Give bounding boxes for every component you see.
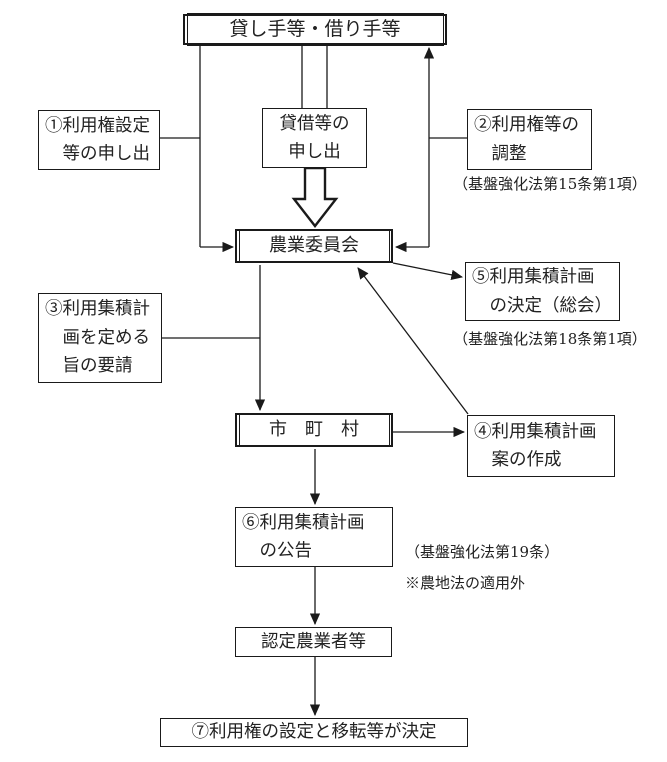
node-committee-label: 農業委員会 [238,230,390,262]
node-plan-draft-line1: ④利用集積計画 [474,421,597,442]
node-municipality-label: 市 町 村 [238,414,390,446]
node-lenders-label: 貸し手等・借り手等 [186,13,444,46]
node-application-line2: 等の申し出 [62,144,151,164]
node-plan-draft-line2: 案の作成 [491,450,562,470]
edge-committee-to-plan-decision [392,262,464,280]
node-request-line2: 画を定める [62,327,151,348]
node-municipality: 市 町 村 [235,413,393,447]
node-plan-decision-line1: ⑤利用集積計画 [472,267,595,288]
caption-plan-decision-law: （基盤強化法第18条第1項） [453,330,647,348]
node-announcement-line2: の公告 [259,541,313,561]
node-lease-application: 貸借等の 申し出 [262,108,367,168]
node-adjustment: ②利用権等の 調整 [467,109,592,170]
caption-announcement-note: ※農地法の適用外 [405,574,526,592]
block-arrow-lease-to-committee [291,166,339,228]
caption-adjustment-law: （基盤強化法第15条第1項） [453,175,647,193]
node-request: ③利用集積計 画を定める 旨の要請 [38,293,162,383]
caption-announcement-law: （基盤強化法第19条） [405,543,560,561]
node-result-label: ⑦利用権の設定と移転等が決定 [191,722,437,743]
node-plan-decision-line2: の決定（総会） [489,295,613,316]
node-request-line1: ③利用集積計 [45,299,150,320]
node-application: ①利用権設定 等の申し出 [38,110,160,170]
node-adjustment-line2: 調整 [491,143,527,164]
node-lease-application-line1: 貸借等の [279,113,350,134]
node-lease-application-line2: 申し出 [288,142,341,162]
edge-plan-draft-to-committee [357,267,469,415]
node-announcement-line1: ⑥利用集積計画 [242,512,365,533]
node-plan-decision: ⑤利用集積計画 の決定（総会） [465,262,620,321]
node-adjustment-line1: ②利用権等の [474,115,579,136]
node-request-line3: 旨の要請 [62,356,133,377]
node-application-line1: ①利用権設定 [45,115,150,136]
node-plan-draft: ④利用集積計画 案の作成 [467,415,615,477]
node-announcement: ⑥利用集積計画 の公告 [235,507,393,567]
node-result: ⑦利用権の設定と移転等が決定 [160,718,468,747]
node-lenders: 貸し手等・借り手等 [183,13,447,46]
node-certified-farmers: 認定農業者等 [235,627,392,657]
node-committee: 農業委員会 [235,229,393,263]
node-certified-farmers-label: 認定農業者等 [261,631,366,652]
